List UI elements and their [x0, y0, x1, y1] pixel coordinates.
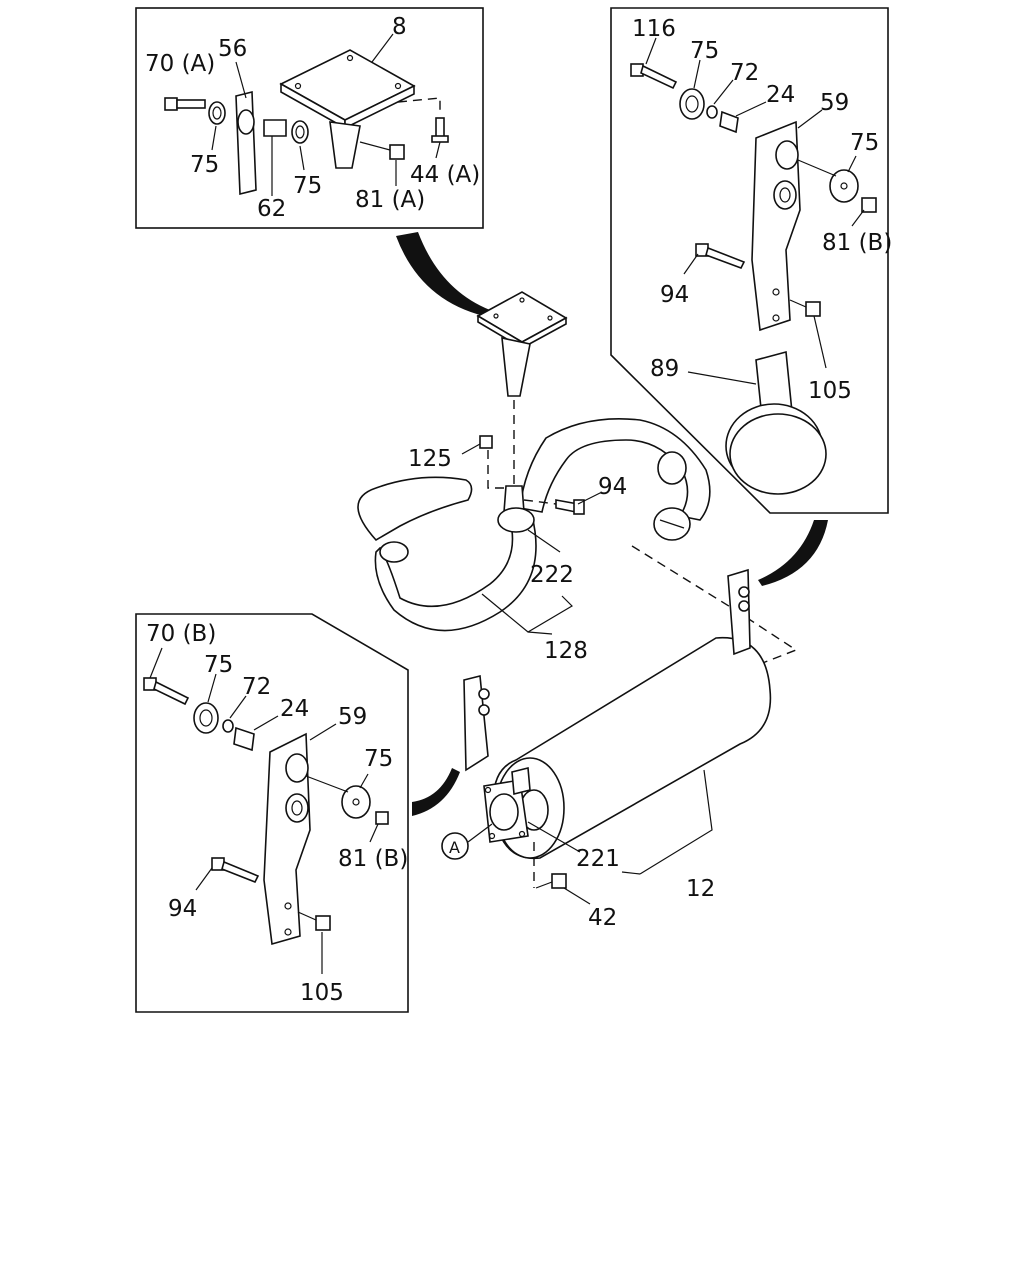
callout-arrow-top-right: [758, 520, 828, 586]
label-75-b: 75: [364, 746, 393, 772]
bracket-56: [235, 90, 257, 196]
label-70a: 70 (A): [145, 51, 215, 77]
label-94: 94: [598, 474, 627, 500]
bolt-94: [695, 243, 746, 269]
plate-edge-2: [344, 84, 415, 130]
bushing-75-large: [829, 169, 859, 203]
pipe-128-arch: [519, 418, 711, 521]
inset-top-right-frame: [610, 7, 889, 514]
bushing-75: [208, 101, 226, 125]
bracket-59: [263, 732, 311, 946]
pipe-joint: [657, 451, 687, 485]
label-221: 221: [576, 846, 620, 872]
bolt-70b: [143, 677, 190, 706]
nut-105: [315, 915, 331, 931]
label-62: 62: [257, 196, 286, 222]
label-125: 125: [408, 446, 452, 472]
label-75-a: 75: [690, 38, 719, 64]
nut-125: [479, 435, 493, 449]
inset-top-right: 116 75 72 24 59 75 81 (B) 94 89 105: [610, 7, 892, 514]
label-56: 56: [218, 36, 247, 62]
inset-top-left-frame: [135, 7, 484, 229]
bushing-75: [193, 702, 219, 734]
sleeve-62: [263, 119, 287, 137]
muffler-hanger-left: [463, 674, 489, 772]
bushing-75: [679, 88, 705, 120]
washer-72: [706, 105, 718, 119]
hanger-bracket: [501, 336, 531, 397]
bushing-75-second: [291, 120, 309, 144]
plate-bracket: [329, 121, 361, 169]
nut-81a: [389, 144, 405, 160]
label-81b: 81 (B): [338, 846, 408, 872]
label-128: 128: [544, 638, 588, 664]
bolt-70a: [164, 97, 206, 111]
label-75-b: 75: [293, 173, 322, 199]
label-75-a: 75: [204, 652, 233, 678]
collar-24: [719, 110, 739, 134]
callout-arrow-bottom-left: [412, 768, 460, 816]
bolt-44a: [431, 117, 449, 143]
hanger-plate: [476, 291, 568, 343]
label-72: 72: [730, 60, 759, 86]
label-24: 24: [280, 696, 309, 722]
reference-a-marker: [441, 832, 469, 860]
label-12: 12: [686, 876, 715, 902]
label-116: 116: [632, 16, 676, 42]
label-59: 59: [338, 704, 367, 730]
pipe-128-upper-bend: [357, 476, 473, 542]
inset-bottom-left-frame: [135, 613, 409, 1013]
label-105: 105: [300, 980, 344, 1006]
label-75-b: 75: [850, 130, 879, 156]
inset-top-left: 70 (A) 56 8 75 75 62 81 (A) 44 (A): [135, 7, 484, 229]
label-8: 8: [392, 14, 407, 40]
label-105: 105: [808, 378, 852, 404]
nut-105: [805, 301, 821, 317]
bracket-59: [751, 120, 801, 332]
label-81b: 81 (B): [822, 230, 892, 256]
bolt-116: [630, 63, 678, 90]
label-222: 222: [530, 562, 574, 588]
label-72: 72: [242, 674, 271, 700]
washer-72: [222, 719, 234, 733]
label-59: 59: [820, 90, 849, 116]
label-75-a: 75: [190, 152, 219, 178]
main-assembly: 125 94 222 128 221 12 42 A: [357, 291, 798, 931]
bolt-42: [535, 873, 567, 889]
pipe-128-lower-bend: [374, 515, 537, 632]
label-81a: 81 (A): [355, 187, 425, 213]
label-ref-a: A: [449, 838, 460, 857]
label-44a: 44 (A): [410, 162, 480, 188]
mounting-plate-8: [279, 49, 416, 121]
muffler-12: [463, 568, 772, 860]
bushing-75-large: [341, 785, 371, 819]
callout-arrow-top-left: [396, 232, 490, 316]
nut-81b: [861, 197, 877, 213]
inset-bottom-left: 70 (B) 75 72 24 59 75 81 (B) 94 105: [135, 613, 409, 1013]
bolt-94: [523, 499, 585, 515]
nut-81b: [375, 811, 389, 825]
pipe-coupling: [379, 541, 409, 563]
label-94: 94: [660, 282, 689, 308]
label-94: 94: [168, 896, 197, 922]
label-24: 24: [766, 82, 795, 108]
label-42: 42: [588, 905, 617, 931]
label-70b: 70 (B): [146, 621, 216, 647]
collar-24: [233, 726, 255, 752]
band-clamp-89: [725, 350, 827, 495]
bolt-94: [211, 857, 260, 884]
label-89: 89: [650, 356, 679, 382]
